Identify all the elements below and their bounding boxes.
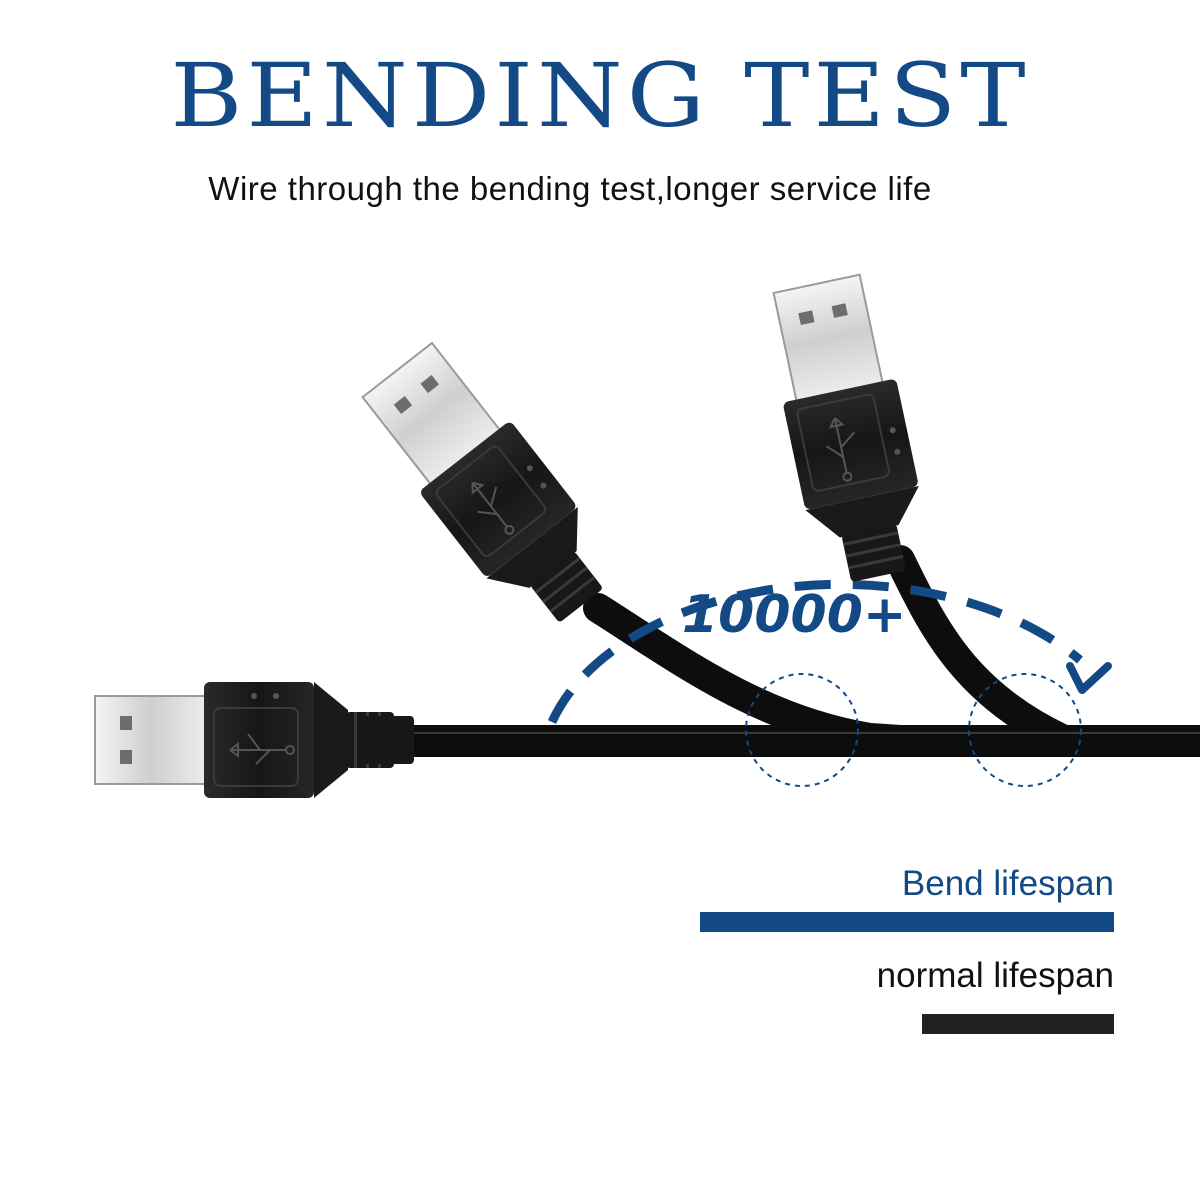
page-title: BENDING TEST: [170, 44, 1030, 148]
usb-plug-horizontal: [94, 681, 395, 799]
main-cable: [400, 725, 1200, 757]
stress-circle-right: [968, 673, 1082, 787]
legend-label-normal-lifespan: normal lifespan: [876, 956, 1114, 995]
arc-arrow-icon: [1066, 662, 1112, 694]
page-subtitle: Wire through the bending test,longer ser…: [208, 170, 932, 207]
bend-arc: [547, 579, 1083, 724]
stress-circle-left: [745, 673, 859, 787]
legend-bar-normal-lifespan: [922, 1014, 1114, 1034]
legend-bar-bend-lifespan: [700, 912, 1114, 932]
usb-plug-upright: [758, 270, 937, 590]
usb-plug-tilted: [350, 333, 629, 643]
bent-cable-right: [885, 545, 1075, 753]
legend-label-bend-lifespan: Bend lifespan: [901, 864, 1114, 903]
usb-trident-icon: [362, 716, 414, 764]
bend-count-label: 10000+: [682, 585, 906, 645]
